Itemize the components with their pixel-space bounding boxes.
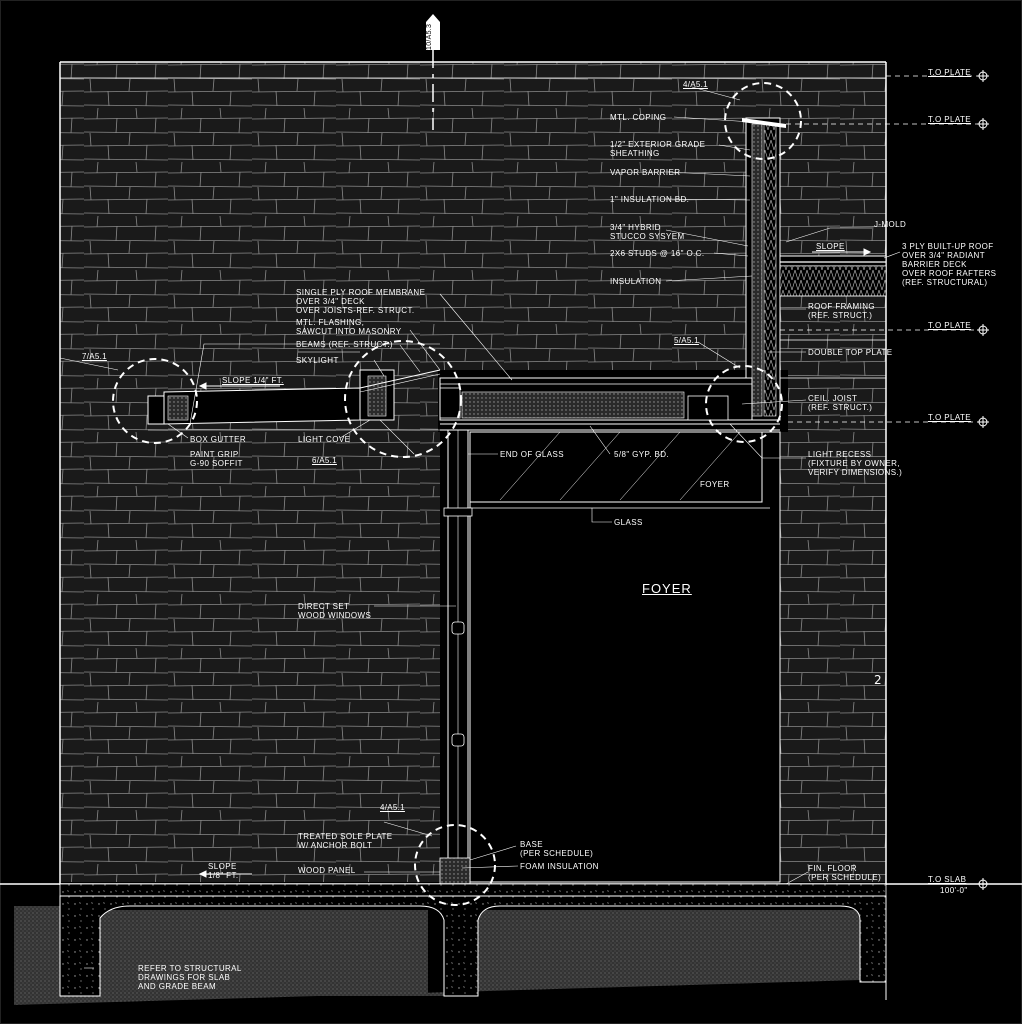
level-plate-1: T.O PLATE: [928, 68, 972, 77]
level-plate-4: T.O PLATE: [928, 413, 972, 422]
slab: [59, 883, 887, 897]
callout-stucco: 3/4" HYBRID STUCCO SYSYEM: [610, 223, 685, 241]
detail-tag-7-a5-1[interactable]: 7/A5.1: [82, 352, 107, 361]
callout-slope-quarter: SLOPE 1/4" FT.: [222, 376, 284, 385]
callout-sole-plate: TREATED SOLE PLATE W/ ANCHOR BOLT: [298, 832, 393, 850]
callout-insulation: INSULATION: [610, 277, 662, 286]
section-marker-icon: [426, 14, 440, 50]
callout-mtl-coping: MTL. COPING: [610, 113, 667, 122]
detail-circle-4-top: [724, 82, 802, 160]
callout-base: BASE (PER SCHEDULE): [520, 840, 594, 858]
callout-cl-foyer: FOYER: [700, 480, 730, 489]
detail-tag-4-a5-1-top[interactable]: 4/A5.1: [683, 80, 708, 89]
callout-double-top-plate: DOUBLE TOP PLATE: [808, 348, 893, 357]
detail-circle-4-bottom: [414, 824, 496, 906]
glass-box: [469, 431, 763, 503]
callout-paint-grip: PAINT GRIP G-90 SOFFIT: [190, 450, 243, 468]
callout-fin-floor: FIN. FLOOR (PER SCHEDULE): [808, 864, 882, 882]
svg-text:2: 2: [874, 673, 882, 687]
detail-circle-5: [705, 365, 783, 443]
detail-circle-7: [112, 358, 198, 444]
box-gutter: [147, 395, 165, 425]
callout-mtl-flashing: MTL. FLASHING, SAWCUT INTO MASONRY: [296, 318, 402, 336]
callout-roof-membrane: SINGLE PLY ROOF MEMBRANE OVER 3/4" DECK …: [296, 288, 426, 315]
callout-ext-sheathing: 1/2" EXTERIOR GRADE SHEATHING: [610, 140, 706, 158]
level-plate-2: T.O PLATE: [928, 115, 972, 124]
level-slab: T.O SLAB: [928, 875, 967, 884]
level-plate-3: T.O PLATE: [928, 321, 972, 330]
upper-roof: [779, 255, 887, 267]
callout-insulation-bd: 1" INSULATION BD.: [610, 195, 690, 204]
detail-tag-4-a5-1-bottom[interactable]: 4/A5.1: [380, 803, 405, 812]
callout-skylight: SKYLIGHT: [296, 356, 339, 365]
callout-refer-structural: REFER TO STRUCTURAL DRAWINGS FOR SLAB AN…: [138, 964, 242, 991]
room-name-foyer: FOYER: [642, 581, 692, 596]
detail-circle-6: [344, 340, 462, 458]
section-marker-label[interactable]: 10/A5.3: [426, 23, 433, 50]
detail-tag-6-a5-1[interactable]: 6/A5.1: [312, 456, 337, 465]
callout-beams: BEAMS (REF. STRUCT.): [296, 340, 393, 349]
callout-end-of-glass: END OF GLASS: [500, 450, 564, 459]
grade-beam: [59, 895, 887, 997]
callout-wood-panel: WOOD PANEL: [298, 866, 356, 875]
callout-vapor-barrier: VAPOR BARRIER: [610, 168, 681, 177]
callout-roof-framing: ROOF FRAMING (REF. STRUCT.): [808, 302, 876, 320]
callout-glass: GLASS: [614, 518, 643, 527]
callout-gyp-bd: 5/8" GYP. BD.: [614, 450, 670, 459]
callout-built-up-roof: 3 PLY BUILT-UP ROOF OVER 3/4" RADIANT BA…: [902, 242, 997, 287]
level-slab-elevation: 100'-0": [940, 886, 968, 895]
callout-slope-eighth: SLOPE 1/8" FT.: [208, 862, 239, 880]
callout-slope-roof: SLOPE: [816, 242, 845, 251]
callout-foam-insulation: FOAM INSULATION: [520, 862, 599, 871]
callout-light-cove: LIGHT COVE: [298, 435, 351, 444]
callout-j-mold: J-MOLD: [874, 220, 907, 229]
detail-tag-5-a5-1[interactable]: 5/A5.1: [674, 336, 699, 345]
callout-direct-set-windows: DIRECT SET WOOD WINDOWS: [298, 602, 372, 620]
earth-fill: [14, 906, 428, 996]
callout-ceil-joist: CEIL. JOIST (REF. STRUCT.): [808, 394, 873, 412]
callout-box-gutter: BOX GUTTER: [190, 435, 247, 444]
callout-studs: 2x6 STUDS @ 16" O.C.: [610, 249, 705, 258]
callout-light-recess: LIGHT RECESS (FIXTURE BY OWNER, VERIFY D…: [808, 450, 903, 477]
